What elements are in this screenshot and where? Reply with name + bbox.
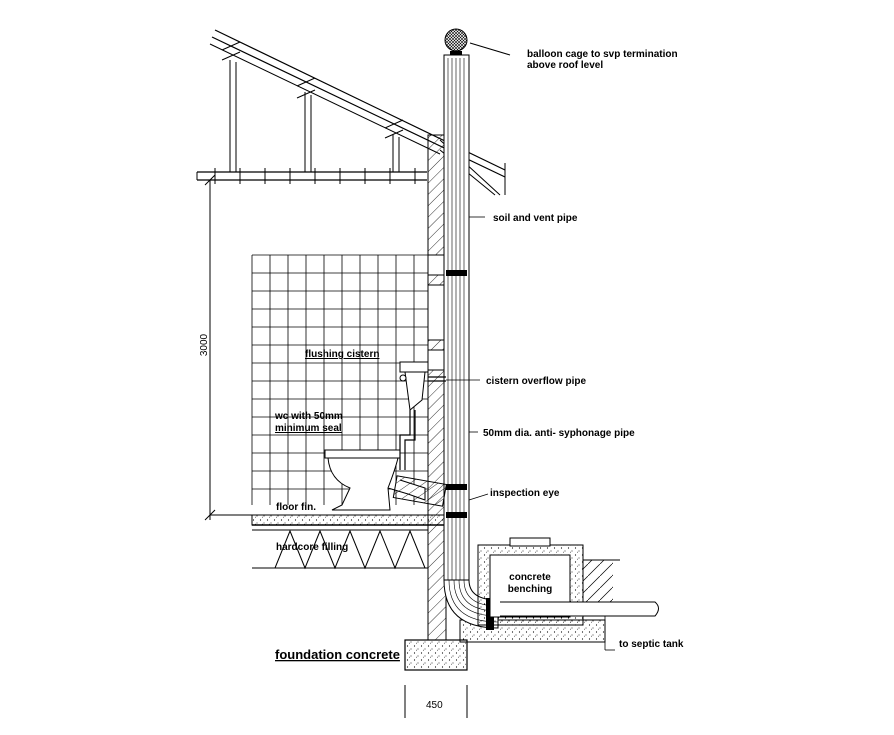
height-dimension-text: 3000 xyxy=(199,333,210,356)
wall-section xyxy=(427,134,447,641)
label-wc-seal-line1: wc with 50mm xyxy=(274,411,343,422)
label-hardcore-filling: hardcore filling xyxy=(276,542,348,553)
label-balloon-cage-line1: balloon cage to svp termination xyxy=(527,49,678,60)
label-floor-fin: floor fin. xyxy=(276,502,316,513)
flushing-cistern-body xyxy=(399,361,429,470)
label-foundation-concrete: foundation concrete xyxy=(275,647,400,662)
wc-pan xyxy=(324,449,447,511)
label-to-septic-tank: to septic tank xyxy=(619,639,684,650)
label-cistern-overflow: cistern overflow pipe xyxy=(486,376,586,387)
soil-vent-pipe xyxy=(443,54,499,630)
floor-slab xyxy=(210,514,447,526)
height-dimension xyxy=(204,174,216,521)
label-anti-syphonage: 50mm dia. anti- syphonage pipe xyxy=(483,428,635,439)
label-wc-seal-line2: minimum seal xyxy=(275,423,342,434)
inspection-chamber xyxy=(477,537,659,626)
hardcore-filling xyxy=(252,529,428,570)
width-dimension xyxy=(404,685,468,718)
leader-lines xyxy=(446,216,615,651)
balloon-cage xyxy=(444,28,511,56)
label-soil-vent-pipe: soil and vent pipe xyxy=(493,213,578,224)
overflow-pipe xyxy=(428,376,446,382)
label-concrete-benching-line1: concrete xyxy=(509,572,551,583)
label-concrete-benching-line2: benching xyxy=(508,584,552,595)
label-inspection-eye: inspection eye xyxy=(490,488,560,499)
width-dimension-text: 450 xyxy=(426,700,443,711)
label-flushing-cistern: flushing cistern xyxy=(305,349,379,360)
label-balloon-cage-line2: above roof level xyxy=(527,60,603,71)
